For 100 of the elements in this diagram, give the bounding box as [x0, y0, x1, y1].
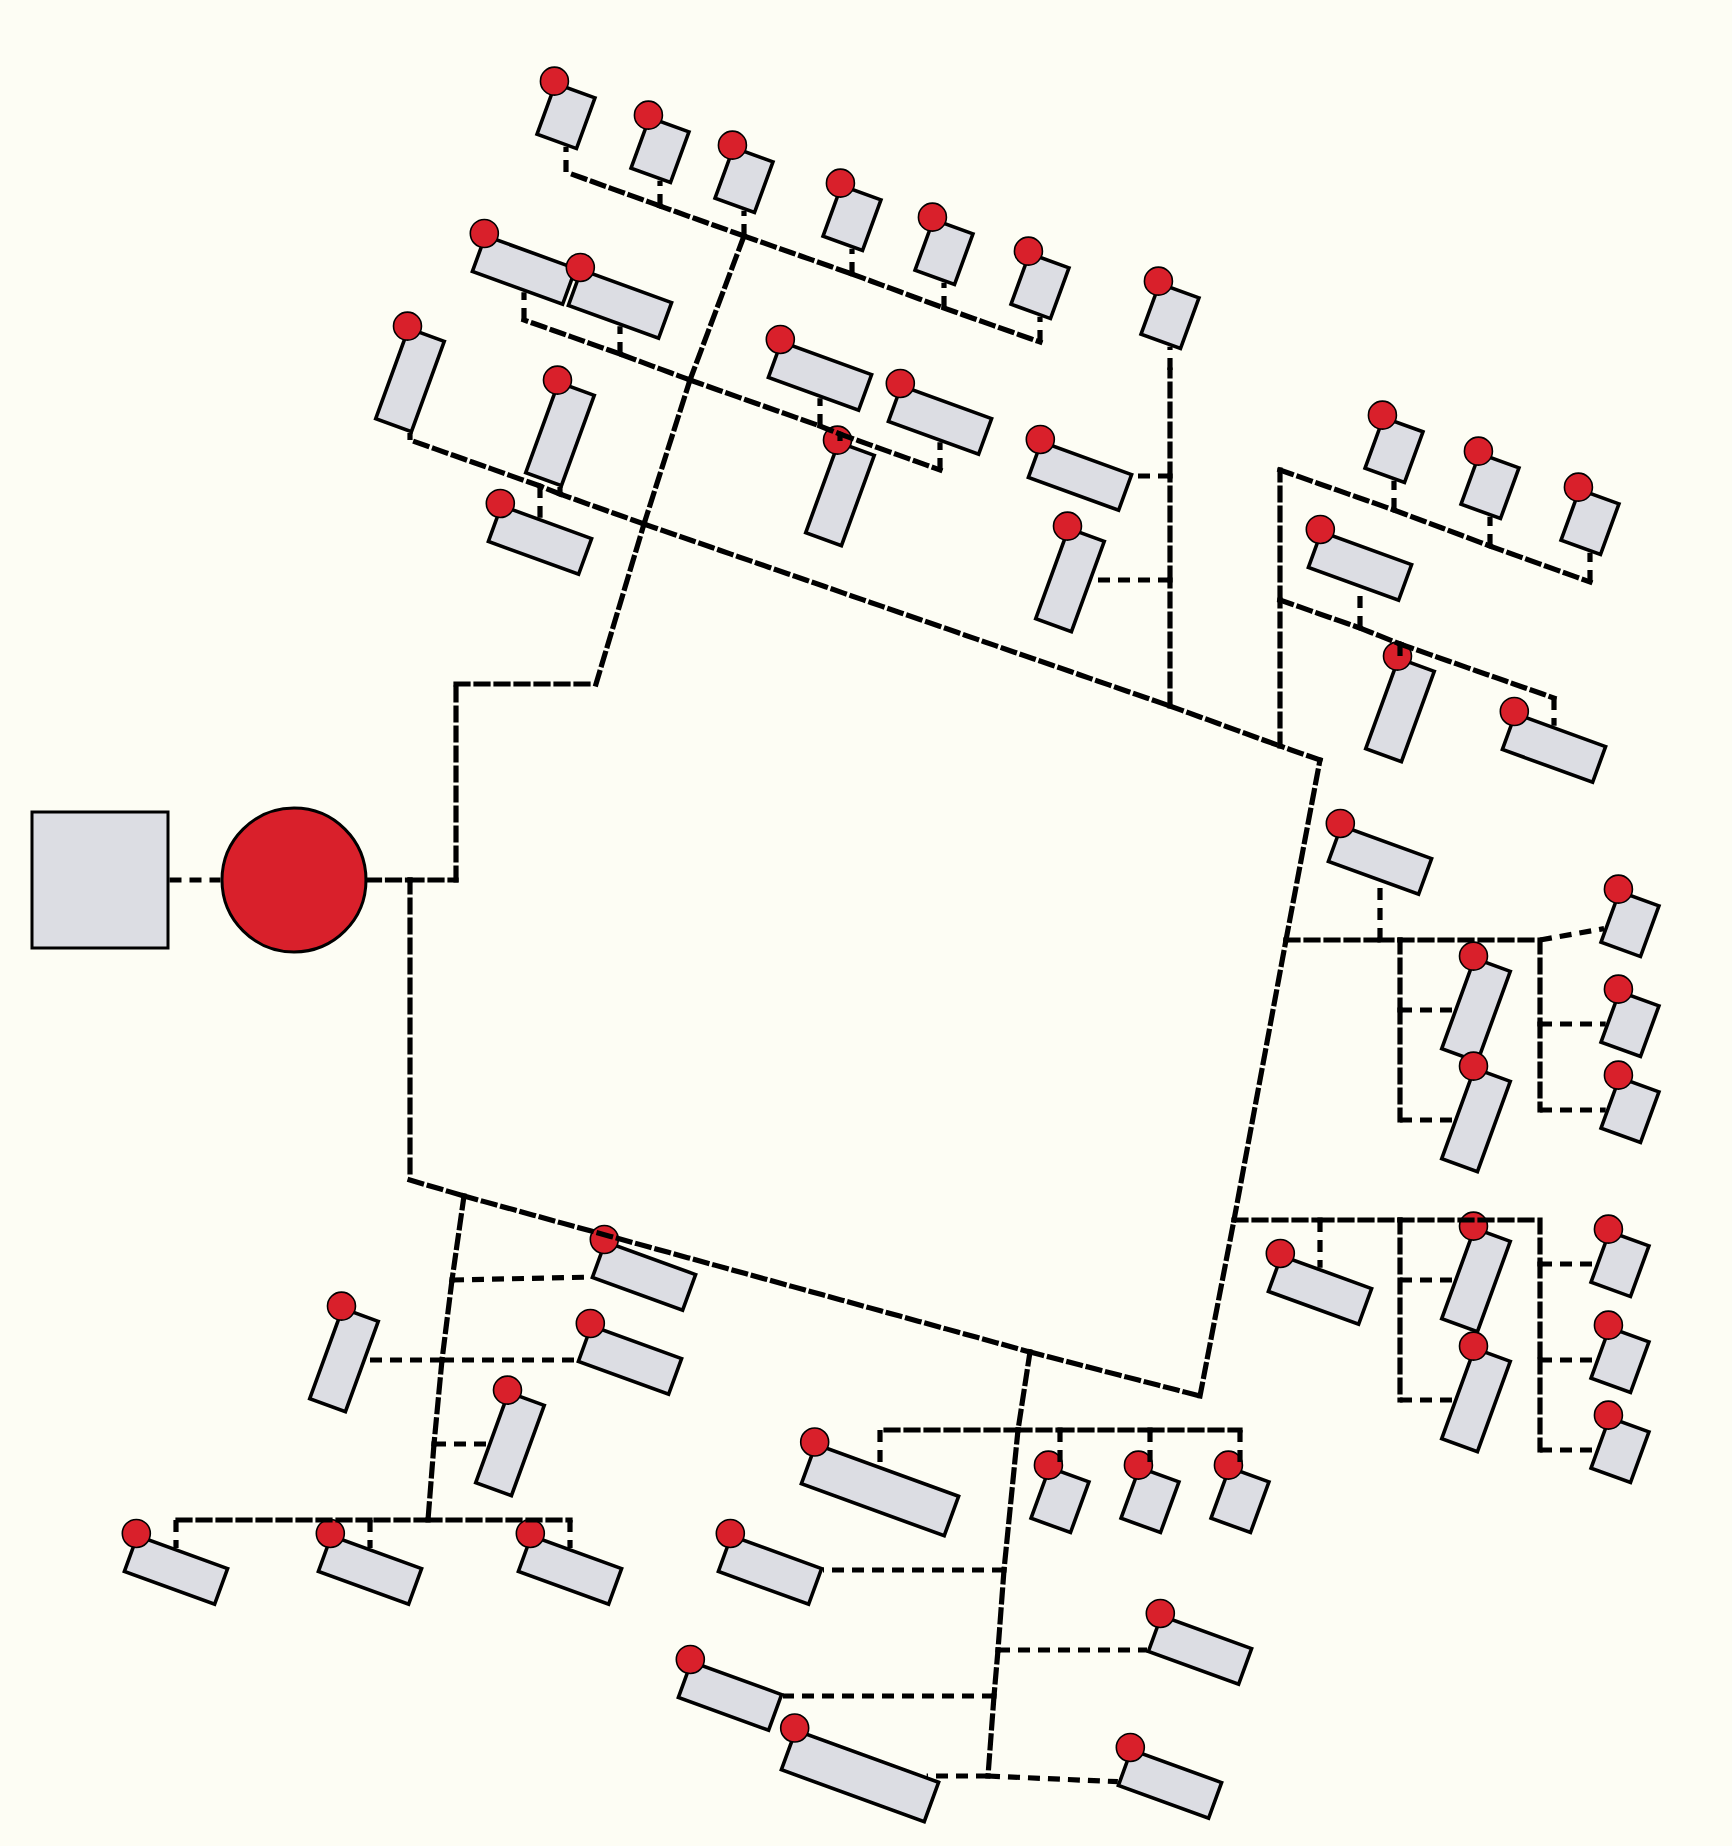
box-with-dot	[307, 1291, 381, 1414]
connector-line	[1057, 1427, 1153, 1433]
connector-line	[1357, 625, 1403, 647]
circle	[220, 806, 368, 954]
connector-line	[687, 233, 747, 383]
connector-line	[998, 1647, 1147, 1653]
box-with-dot	[765, 324, 874, 413]
connector-line	[431, 1357, 445, 1447]
connector-line	[1397, 644, 1403, 657]
box-with-dot	[1033, 511, 1107, 634]
connector-line	[1391, 480, 1397, 510]
connector-line	[817, 423, 843, 437]
connector-line	[837, 431, 943, 473]
connector-line	[1167, 473, 1173, 583]
connector-line	[169, 877, 221, 883]
connector-line	[366, 1357, 442, 1363]
connector-line	[1277, 467, 1283, 603]
connector-line	[563, 146, 569, 172]
connector-line	[567, 1520, 573, 1548]
connector-line	[1167, 367, 1173, 479]
connector-line	[407, 877, 459, 883]
connector-line	[1540, 1357, 1596, 1363]
connector-line	[1283, 757, 1323, 943]
connector-line	[173, 1517, 373, 1523]
connector-line	[877, 1427, 1021, 1433]
connector-line	[537, 483, 563, 497]
connector-line	[1537, 1357, 1543, 1453]
connector-line	[1487, 543, 1593, 585]
connector-line	[937, 442, 943, 470]
square	[30, 810, 170, 950]
box-with-dot	[315, 1518, 424, 1607]
connector-line	[1400, 1117, 1454, 1123]
connector-line	[1540, 1107, 1606, 1113]
connector-line	[741, 233, 855, 277]
box-with-dot	[373, 311, 447, 434]
connector-line	[425, 1517, 573, 1523]
box-with-dot	[469, 218, 578, 307]
box-with-dot	[1265, 1238, 1374, 1327]
connector-line	[364, 877, 413, 883]
box-with-dot	[1305, 514, 1414, 603]
connector-line	[941, 305, 1043, 345]
connector-line	[461, 1193, 1033, 1355]
connector-line	[557, 487, 563, 494]
box-with-dot	[1363, 641, 1437, 764]
connector-line	[1540, 1021, 1606, 1027]
connector-line	[537, 486, 543, 518]
box-with-dot	[473, 1375, 547, 1498]
connector-line	[1397, 1277, 1403, 1403]
connector-line	[1167, 346, 1173, 370]
connector-line	[1037, 316, 1043, 342]
connector-line	[987, 1773, 1118, 1785]
connector-line	[617, 351, 693, 383]
connector-line	[449, 1193, 467, 1283]
box-with-dot	[589, 1224, 698, 1313]
connector-line	[173, 1520, 179, 1548]
connector-line	[1400, 1277, 1454, 1283]
connector-line	[941, 282, 947, 308]
box-with-dot	[1439, 1211, 1513, 1334]
box-with-dot	[1439, 1331, 1513, 1454]
connector-line	[1540, 1447, 1596, 1453]
connector-line	[1377, 882, 1383, 940]
connector-line	[453, 681, 459, 883]
connector-line	[1397, 937, 1403, 1013]
connector-line	[1283, 937, 1383, 943]
box-with-dot	[515, 1518, 624, 1607]
box-with-dot	[1145, 1598, 1254, 1687]
connector-line	[823, 1567, 1004, 1573]
connector-line	[407, 433, 413, 440]
connector-line	[837, 434, 843, 441]
connector-line	[367, 1517, 431, 1523]
box-with-dot	[565, 252, 674, 341]
connector-line	[425, 1441, 437, 1523]
box-with-dot	[485, 488, 594, 577]
connector-line	[1231, 1217, 1323, 1223]
connector-line	[641, 521, 1173, 709]
connector-line	[1587, 552, 1593, 582]
connector-line	[641, 377, 693, 527]
connector-line	[1317, 1220, 1323, 1268]
connector-line	[407, 1177, 467, 1199]
connector-line	[926, 1773, 988, 1779]
connector-line	[521, 317, 623, 357]
connector-line	[407, 437, 543, 489]
connector-line	[849, 271, 947, 311]
connector-line	[1231, 937, 1289, 1223]
connector-line	[1133, 473, 1170, 479]
box-with-dot	[715, 1518, 824, 1607]
connector-line	[1277, 597, 1283, 749]
connector-line	[985, 1693, 997, 1779]
connector-line	[687, 377, 823, 429]
connector-line	[367, 1520, 373, 1548]
connector-line	[849, 248, 855, 274]
connector-line	[1092, 577, 1170, 583]
box-with-dot	[803, 425, 877, 548]
connector-line	[783, 1693, 994, 1699]
connector-line	[434, 1441, 488, 1447]
box-with-dot	[1439, 1051, 1513, 1174]
connector-line	[1539, 926, 1605, 943]
connector-line	[1537, 1021, 1543, 1113]
box-with-dot	[575, 1308, 684, 1397]
connector-line	[593, 521, 647, 687]
